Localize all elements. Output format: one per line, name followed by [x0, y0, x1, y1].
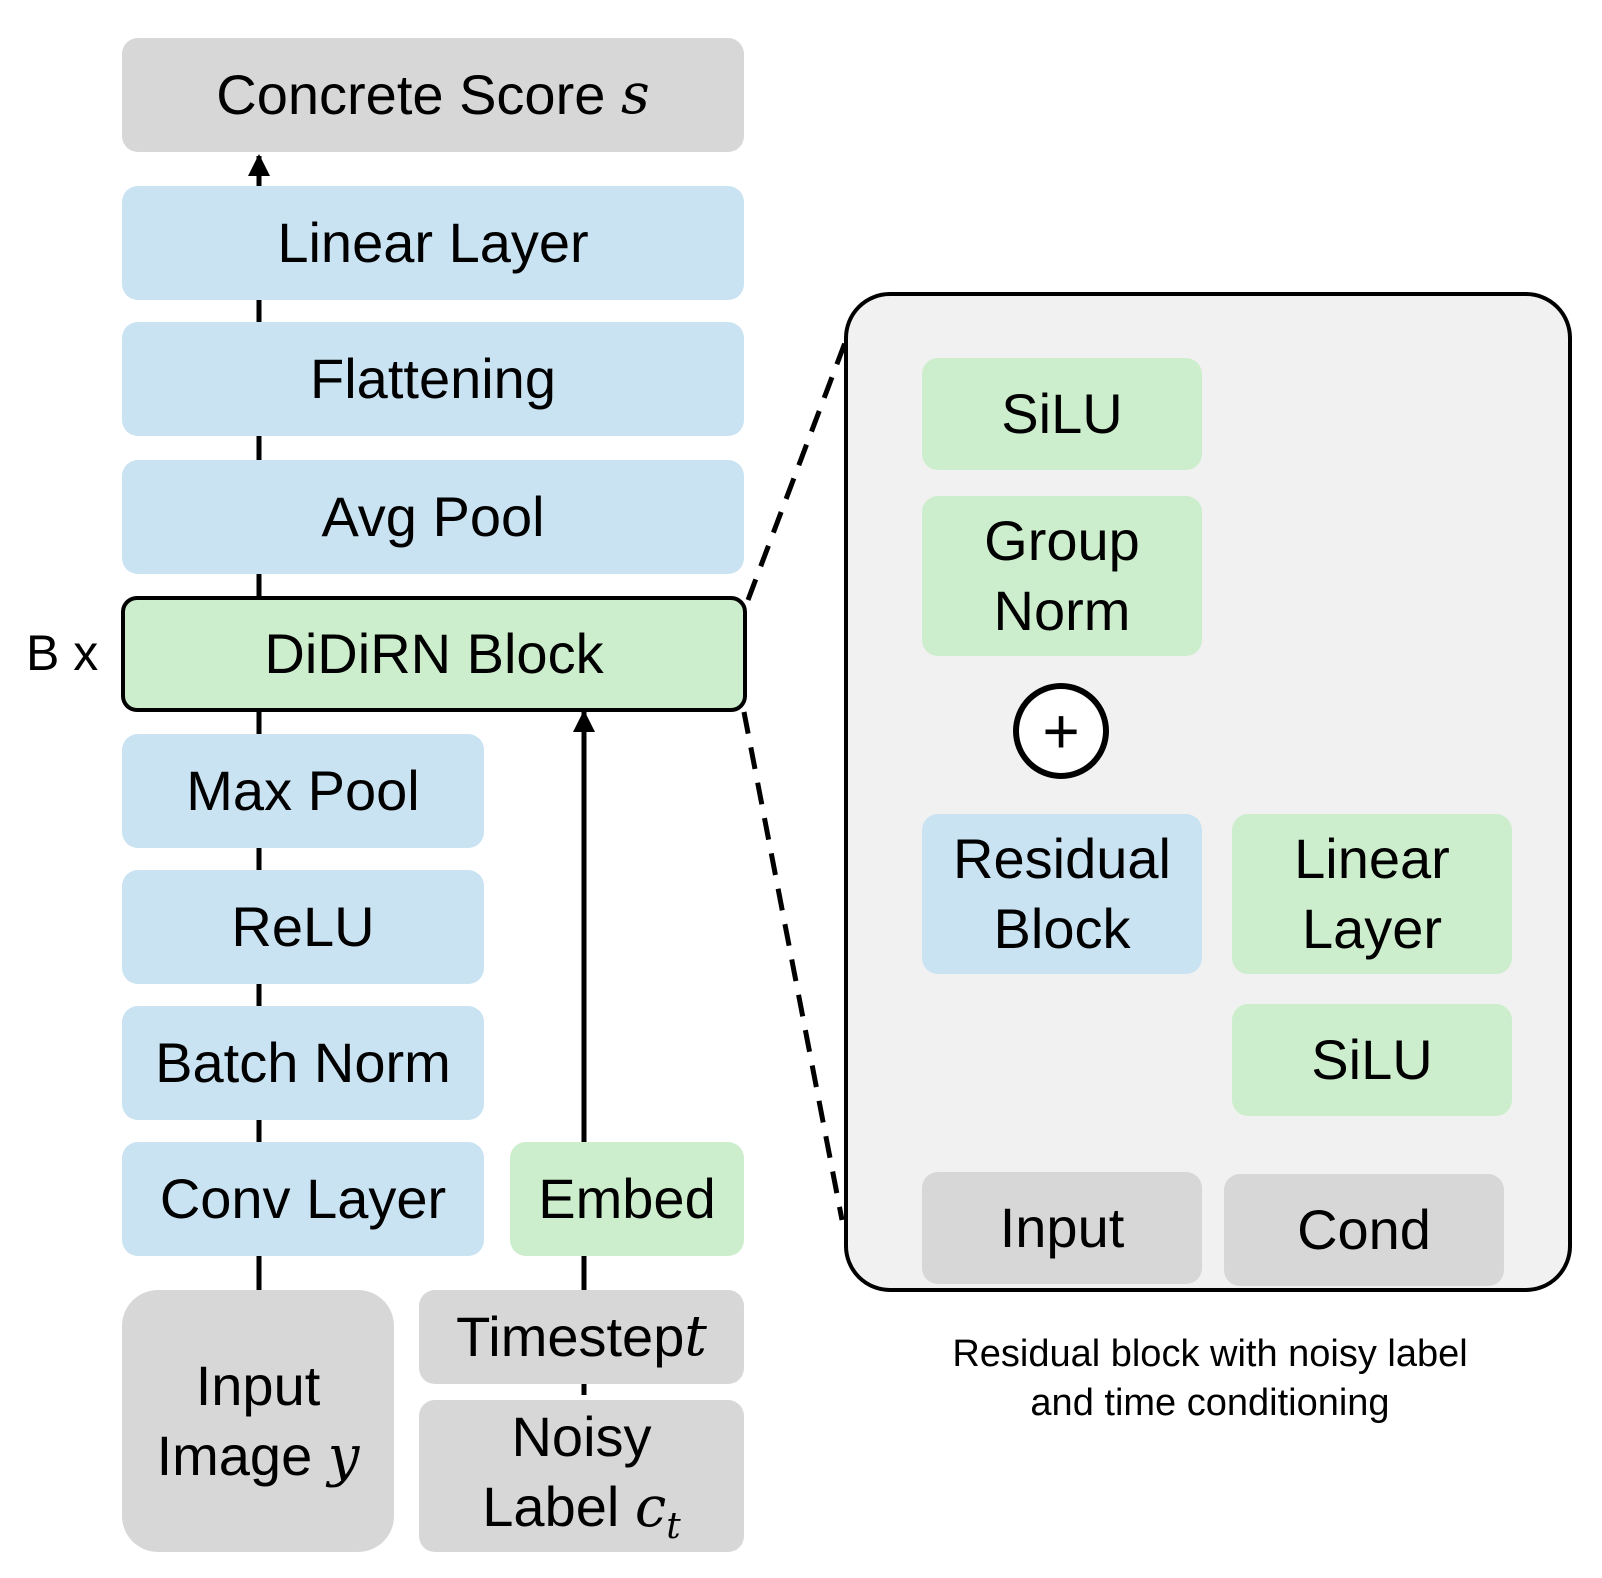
- input-image-line1: Input: [195, 1353, 321, 1417]
- residual-detail-panel: [844, 292, 1572, 1292]
- input-image-line2-wrap: Image y: [157, 1421, 360, 1492]
- noisy-label-line1: Noisy: [511, 1405, 652, 1469]
- linear-layer-label: Linear Layer: [277, 211, 589, 274]
- timestep-symbol: t: [684, 1304, 707, 1369]
- noisy-label-subscript: t: [666, 1506, 681, 1548]
- zoom-line-top: [745, 339, 849, 601]
- batch-norm-box: Batch Norm: [122, 1006, 484, 1120]
- input-image-box: Input Image y: [122, 1290, 394, 1552]
- residual-block-box: Residual Block: [922, 814, 1202, 974]
- conv-layer-box: Conv Layer: [122, 1142, 484, 1256]
- detail-linear-layer-box: Linear Layer: [1232, 814, 1512, 974]
- detail-input-label: Input: [999, 1196, 1125, 1259]
- relu-box: ReLU: [122, 870, 484, 984]
- relu-label: ReLU: [231, 895, 375, 958]
- embed-box: Embed: [510, 1142, 744, 1256]
- add-operator-icon: +: [1013, 683, 1109, 779]
- add-operator-symbol: +: [1042, 695, 1080, 767]
- timestep-label: Timestep: [456, 1305, 685, 1368]
- detail-caption-line1: Residual block with noisy label: [952, 1333, 1468, 1375]
- batch-norm-label: Batch Norm: [155, 1031, 451, 1094]
- concrete-score-label: Concrete Score: [216, 63, 606, 126]
- detail-caption-line2: and time conditioning: [1030, 1382, 1390, 1425]
- avg-pool-label: Avg Pool: [321, 485, 545, 548]
- detail-silu-top-label: SiLU: [1001, 382, 1123, 445]
- concrete-score-symbol: s: [620, 62, 650, 127]
- group-norm-line2: Norm: [993, 579, 1131, 642]
- didirn-block-label: DiDiRN Block: [264, 622, 604, 685]
- max-pool-label: Max Pool: [186, 759, 420, 822]
- didirn-block-box: DiDiRN Block: [121, 596, 747, 712]
- flattening-box: Flattening: [122, 322, 744, 436]
- noisy-label-box: Noisy Label ct: [419, 1400, 744, 1552]
- noisy-label-symbol: c: [634, 1475, 667, 1541]
- detail-input-box: Input: [922, 1172, 1202, 1284]
- avg-pool-box: Avg Pool: [122, 460, 744, 574]
- noisy-label-line2: Label: [482, 1475, 635, 1539]
- zoom-line-bottom: [741, 711, 845, 1221]
- detail-cond-box: Cond: [1224, 1174, 1504, 1286]
- input-image-symbol: y: [327, 1423, 360, 1489]
- repeat-label: B x: [26, 625, 99, 681]
- detail-caption: Residual block with noisy label and time…: [880, 1330, 1540, 1429]
- detail-linear-layer-line1: Linear: [1294, 827, 1450, 890]
- embed-label: Embed: [538, 1167, 716, 1230]
- detail-cond-label: Cond: [1297, 1198, 1431, 1261]
- group-norm-line1: Group: [984, 509, 1140, 572]
- timestep-box: Timestep t: [419, 1290, 744, 1384]
- detail-linear-layer-line2: Layer: [1301, 897, 1443, 960]
- input-image-line2: Image: [156, 1423, 328, 1487]
- residual-block-line1: Residual: [953, 827, 1171, 890]
- group-norm-box: Group Norm: [922, 496, 1202, 656]
- concrete-score-box: Concrete Score s: [122, 38, 744, 152]
- detail-silu-bottom-box: SiLU: [1232, 1004, 1512, 1116]
- noisy-label-line2-wrap: Label ct: [482, 1472, 680, 1549]
- max-pool-box: Max Pool: [122, 734, 484, 848]
- residual-block-line2: Block: [993, 897, 1131, 960]
- detail-silu-bottom-label: SiLU: [1311, 1028, 1433, 1091]
- flattening-label: Flattening: [310, 347, 556, 410]
- detail-silu-top-box: SiLU: [922, 358, 1202, 470]
- conv-layer-label: Conv Layer: [159, 1167, 447, 1230]
- linear-layer-box: Linear Layer: [122, 186, 744, 300]
